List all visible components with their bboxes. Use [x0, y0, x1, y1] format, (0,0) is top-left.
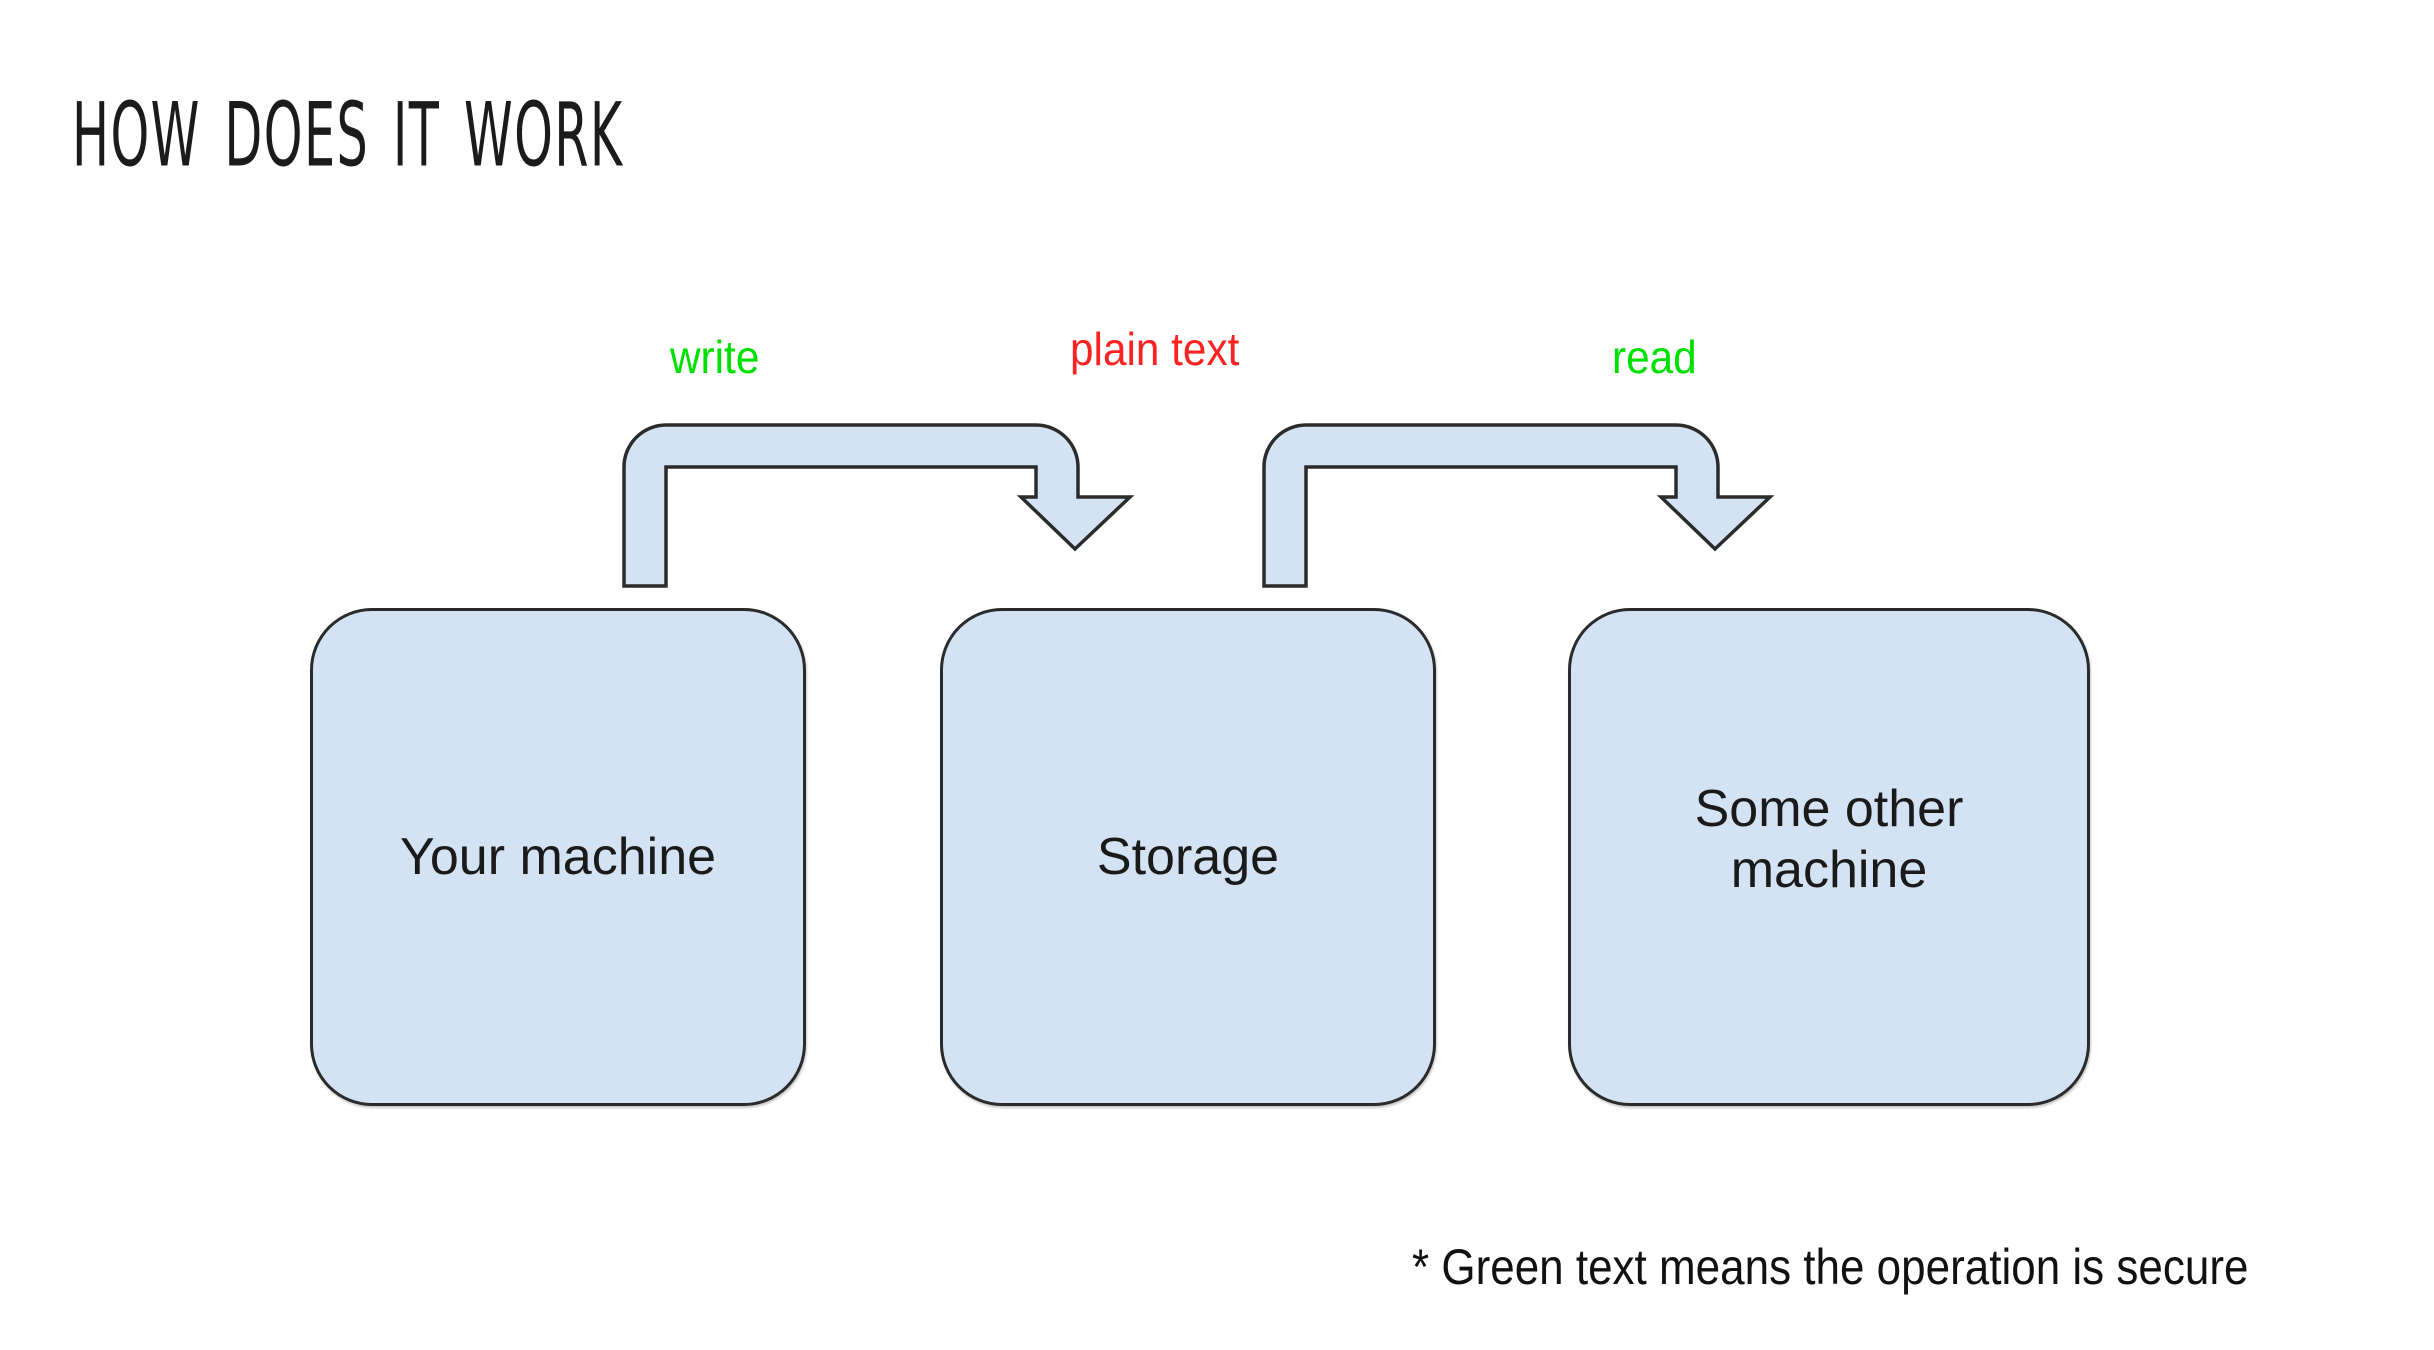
node-label-storage: Storage — [1096, 827, 1280, 886]
node-storage: Storage — [940, 608, 1436, 1106]
node-label-line-2: machine — [1730, 840, 1928, 899]
node-your-machine: Your machine — [310, 608, 806, 1106]
node-some-other-machine: Some other machine — [1568, 608, 2090, 1106]
flow-label-plain-text: plain text — [1070, 323, 1240, 375]
flow-label-write: write — [670, 331, 760, 383]
footnote-text: * Green text means the operation is secu… — [1412, 1239, 2249, 1295]
flow-label-read: read — [1612, 331, 1697, 383]
node-label-some-other-machine: Some other machine — [1675, 611, 1984, 901]
page-title: How does it work — [72, 50, 624, 196]
node-label-your-machine: Your machine — [399, 827, 717, 886]
curved-arrow-right-icon — [1262, 423, 1775, 588]
node-label-line-1: Some other — [1694, 780, 1964, 838]
curved-arrow-right-icon — [622, 423, 1135, 588]
